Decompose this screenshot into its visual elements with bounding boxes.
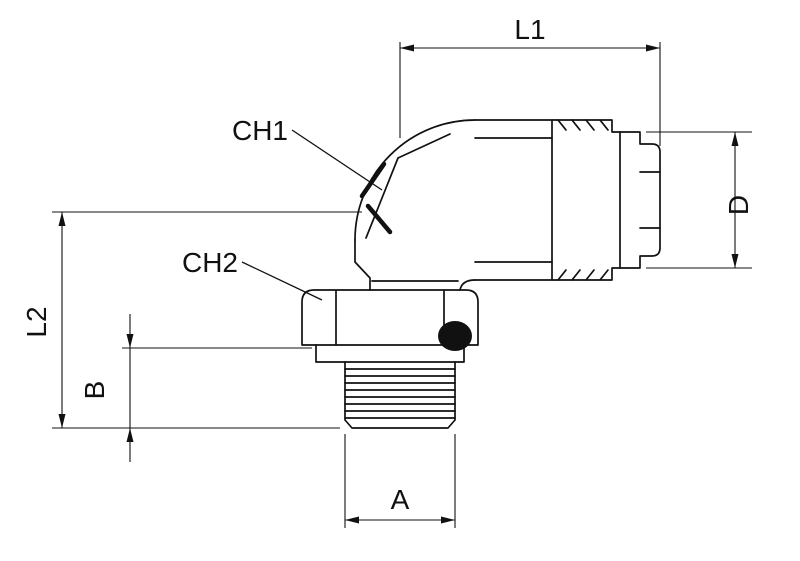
dimension-d: D <box>646 131 754 269</box>
o-ring-seal <box>438 321 472 351</box>
dim-label-l1: L1 <box>514 14 545 45</box>
stud-thread-lines <box>344 368 456 419</box>
nut-outline <box>301 289 479 346</box>
dim-label-ch2: CH2 <box>182 247 238 278</box>
bend-outer-arc <box>354 119 476 241</box>
ch1-leader-line <box>291 129 383 191</box>
fitting-body <box>301 119 661 429</box>
dim-label-ch1: CH1 <box>232 115 288 146</box>
callout-ch1: CH1 <box>232 115 383 191</box>
callout-ch2: CH2 <box>182 247 323 301</box>
dimension-b: B <box>79 314 312 462</box>
crimp-serrations-bottom <box>557 269 609 281</box>
dim-label-d: D <box>723 195 754 215</box>
ch2-leader-line <box>241 261 323 301</box>
washer-outline <box>315 344 465 363</box>
dim-label-l2: L2 <box>21 306 52 337</box>
crimp-serrations-top <box>557 119 609 131</box>
ch1-chamfer-marks <box>359 161 393 235</box>
collet-bore-lines <box>639 171 661 229</box>
port-outer-profile <box>474 119 661 281</box>
bend-inner-corner <box>459 279 476 291</box>
dim-label-a: A <box>391 484 410 515</box>
bend-left-edge <box>354 239 371 291</box>
dimension-l2: L2 <box>21 211 362 429</box>
dimension-l1: L1 <box>399 14 661 146</box>
nut-flat-lines <box>335 290 445 346</box>
dimension-a: A <box>344 434 456 528</box>
ch1-facet-lines <box>365 133 451 239</box>
dim-label-b: B <box>79 381 110 400</box>
